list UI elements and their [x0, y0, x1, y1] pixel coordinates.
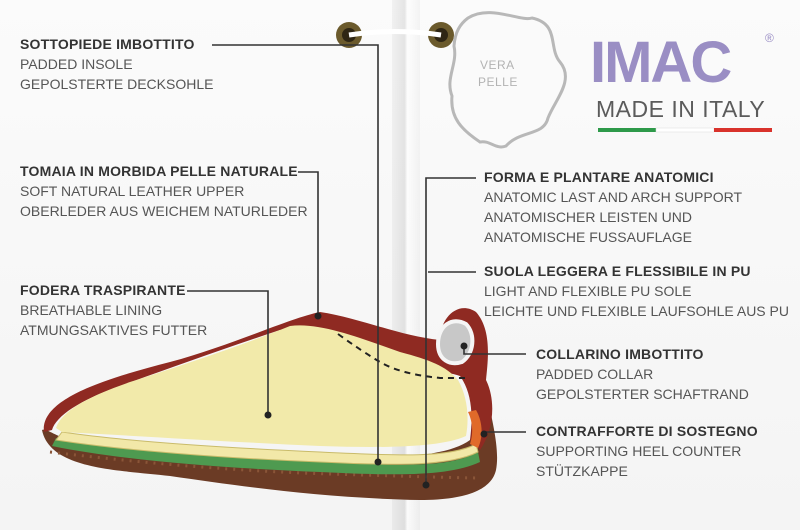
imac-logo: IMAC ® — [590, 30, 774, 95]
feature-title: FORMA E PLANTARE ANATOMICI — [484, 169, 714, 185]
callout-lines — [187, 44, 526, 485]
feature-en: BREATHABLE LINING — [20, 302, 163, 318]
feature-leather-upper: TOMAIA IN MORBIDA PELLE NATURALE SOFT NA… — [20, 161, 308, 221]
feature-pu-sole: SUOLA LEGGERA E FLESSIBILE IN PU LIGHT A… — [484, 261, 789, 321]
feature-title: TOMAIA IN MORBIDA PELLE NATURALE — [20, 163, 298, 179]
feature-de: ANATOMISCHER LEISTEN UND — [484, 209, 692, 225]
leather-badge-line1: VERA — [480, 58, 515, 72]
feature-de: GEPOLSTERTE DECKSOHLE — [20, 76, 214, 92]
feature-anatomic-last: FORMA E PLANTARE ANATOMICI ANATOMIC LAST… — [484, 167, 742, 247]
flag-red — [714, 128, 772, 132]
feature-en: SUPPORTING HEEL COUNTER — [536, 443, 742, 459]
feature-title: FODERA TRASPIRANTE — [20, 282, 186, 298]
feature-en: ANATOMIC LAST AND ARCH SUPPORT — [484, 189, 743, 205]
breathable-lining — [56, 325, 468, 447]
feature-breathable-lining: FODERA TRASPIRANTE BREATHABLE LINING ATM… — [20, 280, 207, 340]
feature-de-line2: ANATOMISCHE FUSSAUFLAGE — [484, 229, 692, 245]
feature-title: CONTRAFFORTE DI SOSTEGNO — [536, 423, 758, 439]
leather-badge-line2: PELLE — [478, 75, 518, 89]
svg-text:IMAC: IMAC — [590, 30, 731, 95]
feature-de: ATMUNGSAKTIVES FUTTER — [20, 322, 208, 338]
insole-layer-green — [52, 438, 480, 475]
padded-collar — [435, 319, 475, 366]
flag-white — [655, 127, 715, 133]
feature-padded-insole: SOTTOPIEDE IMBOTTITO PADDED INSOLE GEPOL… — [20, 34, 213, 94]
svg-text:®: ® — [765, 31, 774, 45]
feature-de: GEPOLSTERTER SCHAFTRAND — [536, 386, 749, 402]
heel-counter — [468, 410, 482, 448]
feature-de: STÜTZKAPPE — [536, 463, 628, 479]
leather-upper — [43, 308, 493, 450]
leather-badge-icon — [448, 11, 567, 149]
feature-heel-counter: CONTRAFFORTE DI SOSTEGNO SUPPORTING HEEL… — [536, 421, 758, 481]
pu-sole — [42, 400, 498, 500]
feature-de: OBERLEDER AUS WEICHEM NATURLEDER — [20, 203, 308, 219]
feature-en: PADDED INSOLE — [20, 56, 133, 72]
feature-title: COLLARINO IMBOTTITO — [536, 346, 704, 362]
feature-en: SOFT NATURAL LEATHER UPPER — [20, 183, 245, 199]
feature-de: LEICHTE UND FLEXIBLE LAUFSOHLE AUS PU — [484, 303, 789, 319]
made-in-italy: MADE IN ITALY — [596, 96, 766, 122]
feature-title: SOTTOPIEDE IMBOTTITO — [20, 36, 195, 52]
flag-green — [598, 128, 656, 132]
feature-padded-collar: COLLARINO IMBOTTITO PADDED COLLAR GEPOLS… — [536, 344, 749, 404]
feature-title: SUOLA LEGGERA E FLESSIBILE IN PU — [484, 263, 751, 279]
feature-en: PADDED COLLAR — [536, 366, 654, 382]
feature-en: LIGHT AND FLEXIBLE PU SOLE — [484, 283, 692, 299]
string-cord — [348, 29, 442, 38]
